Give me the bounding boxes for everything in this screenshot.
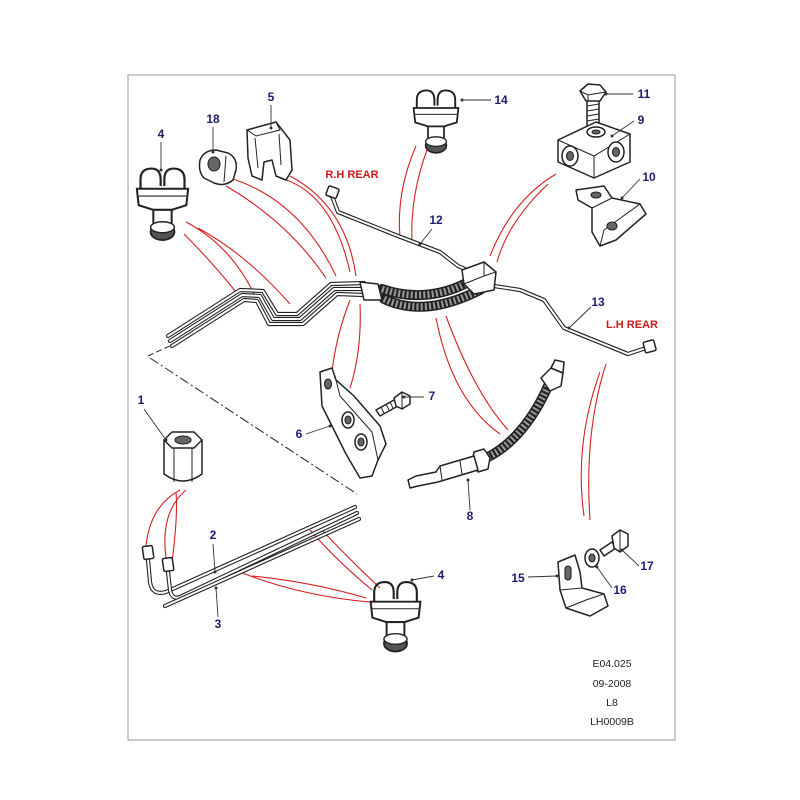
centre-hoses: [359, 261, 497, 307]
callout-labels: 4 18 5 14 11 9 10 12 13 7 6 1 2 8 4 3 15…: [138, 87, 656, 631]
relation-curve: [331, 299, 351, 373]
hose-bracket: [319, 367, 387, 479]
relation-curve: [496, 183, 549, 263]
rh-rear-label: R.H REAR: [325, 169, 378, 181]
callout-pipe-rh-rear: 12: [429, 213, 443, 227]
diagram-frame: [127, 74, 676, 741]
relation-curve: [171, 491, 178, 563]
drawing-reference-block: E04.025 09-2008 L8 LH0009B: [590, 658, 634, 728]
relation-curve: [164, 489, 187, 559]
callout-tube-nut: 1: [138, 393, 145, 407]
pipe-fitting: [161, 556, 175, 573]
tube-nut: [163, 431, 203, 482]
pipe-rh-rear: [325, 185, 472, 272]
drawing-code: LH0009B: [590, 716, 634, 728]
connector-bracket: [575, 185, 647, 247]
callout-hose-bracket: 6: [296, 427, 303, 441]
callout-clip-double-slot: 5: [268, 90, 275, 104]
relation-curve: [183, 233, 237, 293]
relation-curve: [588, 363, 607, 521]
callout-flexible-hose: 8: [467, 509, 474, 523]
callout-clip-lower: 4: [438, 568, 445, 582]
bracket-bolt: [375, 391, 411, 417]
relation-curve: [489, 173, 557, 257]
relation-curve: [229, 177, 337, 277]
relation-curve: [321, 529, 381, 589]
upper-pipe-bundle: [168, 283, 364, 346]
callout-bracket-bolt: 7: [429, 389, 436, 403]
relation-curve: [309, 529, 373, 591]
relation-curve: [435, 317, 501, 435]
callout-bolt-lower: 17: [640, 559, 654, 573]
flexible-hose: [407, 359, 565, 489]
bolt-lower: [599, 529, 629, 557]
callout-pipe-lower-b: 3: [215, 617, 222, 631]
hose-end-fitting: [407, 455, 479, 489]
lower-bracket: [557, 554, 609, 617]
callout-washer: 16: [613, 583, 627, 597]
clip-upper-left: [135, 167, 190, 242]
bolt-upper: [579, 83, 607, 127]
relation-curves: [145, 145, 607, 603]
relation-curve: [239, 571, 371, 603]
three-way-connector: [557, 121, 631, 179]
washer: [584, 548, 600, 568]
lh-rear-label: L.H REAR: [606, 319, 658, 331]
pipe-fitting: [325, 185, 340, 200]
leader-lines: [143, 92, 641, 618]
callout-lower-bracket: 15: [511, 571, 525, 585]
lower-pipe-bundle: [141, 507, 359, 606]
pipe-fitting: [141, 544, 155, 561]
clip-upper-right: [412, 89, 460, 154]
relation-curve: [411, 149, 428, 243]
drawing-date: 09-2008: [593, 678, 632, 690]
relation-curve: [398, 145, 417, 239]
clip-saddle: [198, 149, 238, 186]
callout-bolt-upper: 11: [638, 87, 651, 101]
relation-curve: [445, 315, 509, 431]
callout-clip-saddle: 18: [206, 112, 220, 126]
relation-curve: [145, 489, 181, 547]
relation-curve: [289, 175, 357, 277]
callout-three-way-connector: 9: [638, 113, 645, 127]
hose-end-nut: [540, 367, 564, 392]
pipe-fitting: [642, 339, 657, 354]
callout-pipe-lower-a: 2: [210, 528, 217, 542]
relation-curve: [225, 185, 327, 279]
clip-lower: [369, 581, 422, 653]
clip-double-slot: [246, 121, 293, 181]
continuation-lines: [147, 342, 358, 495]
callout-clip-upper-left: 4: [158, 127, 165, 141]
relation-curve: [279, 177, 351, 273]
relation-curve: [251, 575, 367, 599]
model-code: L8: [606, 697, 618, 709]
callout-pipe-lh-rear: 13: [591, 295, 605, 309]
relation-curve: [185, 221, 257, 299]
pipe-lh-rear: [494, 286, 657, 354]
callout-connector-bracket: 10: [642, 170, 656, 184]
relation-curve: [580, 371, 601, 517]
relation-curve: [349, 303, 361, 389]
callout-clip-upper-right: 14: [494, 93, 508, 107]
relation-curve: [197, 227, 291, 305]
hose-connector-left: [359, 281, 383, 301]
illustration-ref: E04.025: [592, 658, 631, 670]
